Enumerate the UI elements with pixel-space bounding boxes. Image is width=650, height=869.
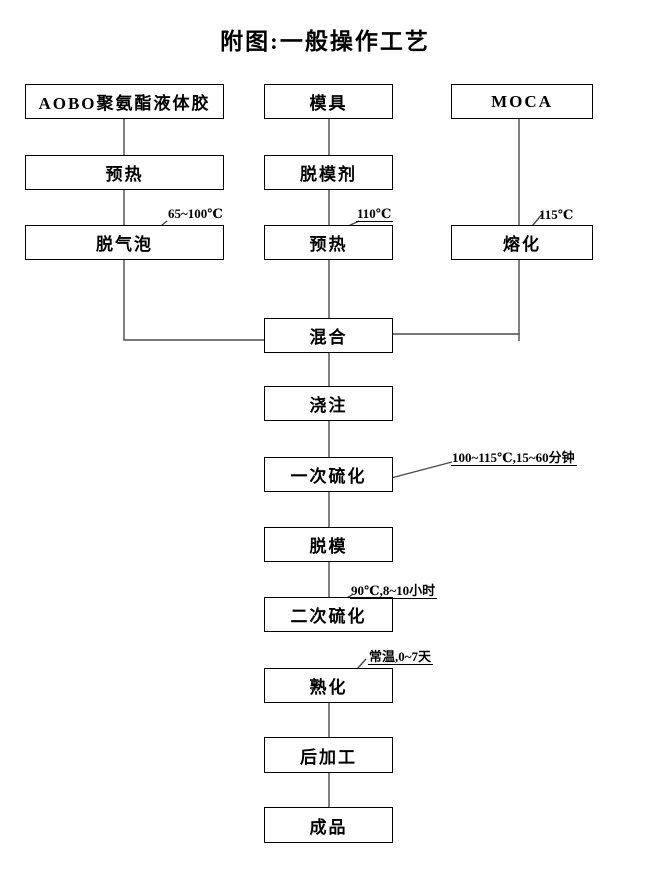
- box-label: MOCA: [491, 91, 553, 111]
- box-label: 脱模: [309, 537, 348, 556]
- note-melt-temp: 115℃: [539, 207, 574, 222]
- note-second-vulcanization-condition: 90℃,8~10小时: [350, 583, 438, 599]
- box-preheat-mid: 预热: [264, 225, 393, 260]
- box-label: 熟化: [309, 678, 348, 697]
- box-label: 脱气泡: [96, 235, 153, 254]
- box-label: 成品: [309, 817, 348, 837]
- box-label: 脱模剂: [300, 165, 357, 184]
- box-label: 预热: [105, 165, 144, 184]
- box-label: 模具: [309, 94, 348, 113]
- box-cast: 浇注: [264, 386, 393, 421]
- note-first-vulcanization-condition: 100~115℃,15~60分钟: [451, 450, 577, 466]
- box-first-vulcanization: 一次硫化: [264, 457, 393, 492]
- box-second-vulcanization: 二次硫化: [264, 597, 393, 632]
- box-label: 浇注: [309, 396, 348, 415]
- box-preheat-left: 预热: [25, 155, 224, 190]
- box-label: 后加工: [300, 747, 357, 767]
- box-label: 熔化: [503, 235, 541, 254]
- box-finished-product: 成品: [264, 807, 393, 843]
- box-moca: MOCA: [451, 84, 593, 119]
- box-aobo-polyurethane-glue: AOBO聚氨酯液体胶: [25, 84, 224, 119]
- box-mix: 混合: [264, 318, 393, 353]
- leader-vulc1-cond: [390, 461, 453, 479]
- box-post-processing: 后加工: [264, 737, 393, 773]
- box-release-agent: 脱模剂: [264, 155, 393, 190]
- note-degas-temp: 65~100℃: [168, 206, 223, 221]
- box-curing: 熟化: [264, 668, 393, 703]
- box-melt: 熔化: [451, 225, 593, 260]
- note-curing-condition: 常温,0~7天: [368, 649, 434, 665]
- box-mold: 模具: [264, 84, 393, 119]
- box-label: 预热: [309, 235, 348, 254]
- box-label: AOBO聚氨酯液体胶: [38, 94, 211, 113]
- box-demold: 脱模: [264, 527, 393, 562]
- box-label: 二次硫化: [290, 607, 367, 626]
- box-label: 混合: [309, 328, 348, 347]
- box-degas: 脱气泡: [25, 225, 224, 260]
- page-title: 附图:一般操作工艺: [220, 29, 430, 54]
- box-label: 一次硫化: [290, 467, 367, 486]
- note-preheat-mid-temp: 110℃: [356, 206, 394, 222]
